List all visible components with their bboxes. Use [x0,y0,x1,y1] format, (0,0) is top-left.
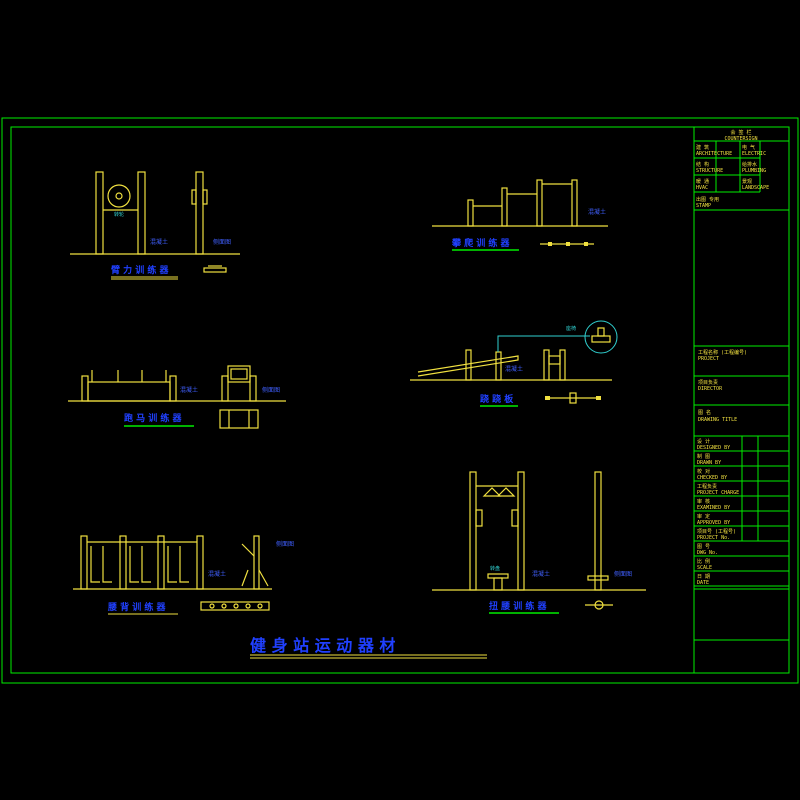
horse-trainer-label-a: 混凝土 [180,386,198,394]
field-label-9: 比 例 [697,558,710,565]
back-trainer-label-b: 侧面图 [276,540,294,548]
field-label-6: 审 定 [697,513,710,520]
waist-trainer-title: 扭 腰 训 练 器 [489,600,548,612]
view-seesaw: 座椅 混凝土 跷 跷 板 [410,320,618,407]
sign-row-2-right: 给排水 [742,161,757,168]
sign-row-1-left: 建 筑 [696,144,709,151]
project-label: 工程名称 (工程编号) [698,349,747,356]
field-label-en-3: CHECKED BY [697,475,727,481]
sign-row-3-left-en: HVAC [696,185,708,191]
field-label-2: 制 图 [697,453,710,460]
horse-trainer-label-b: 侧面图 [262,386,280,394]
field-label-3: 校 对 [697,468,710,475]
outer-frame [1,117,799,684]
field-label-en-10: DATE [697,580,709,586]
sign-row-1-left-en: ARCHITECTURE [696,151,732,157]
arm-trainer-label-b: 侧面图 [213,238,231,246]
title-block-header-en: COUNTERSIGN [724,136,757,142]
view-horse-trainer: 混凝土 侧面图 跑 马 训 练 器 [68,365,286,429]
climbing-trainer-label: 混凝土 [588,208,606,216]
arm-trainer-title: 臂 力 训 练 器 [111,264,170,276]
field-label-en-6: APPROVED BY [697,520,730,526]
title-block: 会 签 栏 COUNTERSIGN 建 筑 ARCHITECTURE 电 气 E… [693,127,789,673]
seesaw-note: 座椅 [566,325,576,332]
back-trainer-title: 腰 背 训 练 器 [107,601,167,613]
project-label-en: PROJECT [698,356,719,362]
waist-trainer-label-b: 侧面图 [614,570,632,578]
waist-trainer-note: 转盘 [490,565,500,572]
sign-row-3-left: 暖 通 [696,178,709,185]
director-label-en: DIRECTOR [698,386,723,392]
director-label: 项目负责 [698,379,718,386]
view-arm-trainer: 转轮 混凝土 侧面图 臂 力 训 练 器 [70,171,240,280]
sign-row-2-right-en: PLUMBING [742,168,766,174]
field-label-en-8: DWG No. [697,550,718,556]
drawing-title-label: 图 名 [698,409,711,416]
field-label-5: 审 核 [697,498,710,505]
field-label-en-4: PROJECT CHARGE [697,490,739,496]
view-back-trainer: 混凝土 侧面图 腰 背 训 练 器 [73,535,294,615]
waist-trainer-label-a: 混凝土 [532,570,550,578]
field-label-en-5: EXAMINED BY [697,505,730,511]
main-title: 健 身 站 运 动 器 材 [250,636,395,655]
field-label-1: 设 计 [697,438,710,445]
field-label-7: 项目号 (工程号) [697,528,736,535]
drawing-title-label-en: DRAWING TITLE [698,417,737,423]
arm-trainer-label-a: 混凝土 [150,238,168,246]
field-label-en-7: PROJECT No. [697,535,730,541]
field-label-en-1: DESIGNED BY [697,445,730,451]
arm-trainer-note: 转轮 [114,211,124,218]
field-label-en-2: DRAWN BY [697,460,721,466]
sign-row-3-right: 景观 [742,178,752,185]
inner-frame [10,126,790,674]
view-waist-trainer: 转盘 混凝土 侧面图 扭 腰 训 练 器 [432,471,646,614]
field-label-10: 日 期 [697,574,710,580]
sign-row-1-right-en: ELECTRIC [742,151,766,157]
field-label-en-9: SCALE [697,565,712,571]
seesaw-title: 跷 跷 板 [480,393,514,405]
seesaw-label: 混凝土 [505,365,523,373]
horse-trainer-title: 跑 马 训 练 器 [124,412,183,424]
field-label-8: 图 号 [697,544,710,550]
seal-label-en: STAMP [696,203,711,209]
view-climbing-trainer: 混凝土 攀 爬 训 练 器 [432,179,608,251]
sign-row-2-left: 结 构 [696,161,709,168]
climbing-trainer-title: 攀 爬 训 练 器 [451,237,511,249]
back-trainer-label-a: 混凝土 [208,570,226,578]
sign-row-2-left-en: STRUCTURE [696,168,723,174]
seal-label: 出图 专用 [696,196,719,203]
title-block-header: 会 签 栏 [730,129,751,136]
sign-row-1-right: 电 气 [742,144,755,151]
field-label-4: 工程负责 [697,483,717,490]
sign-row-3-right-en: LANDSCAPE [742,185,769,191]
